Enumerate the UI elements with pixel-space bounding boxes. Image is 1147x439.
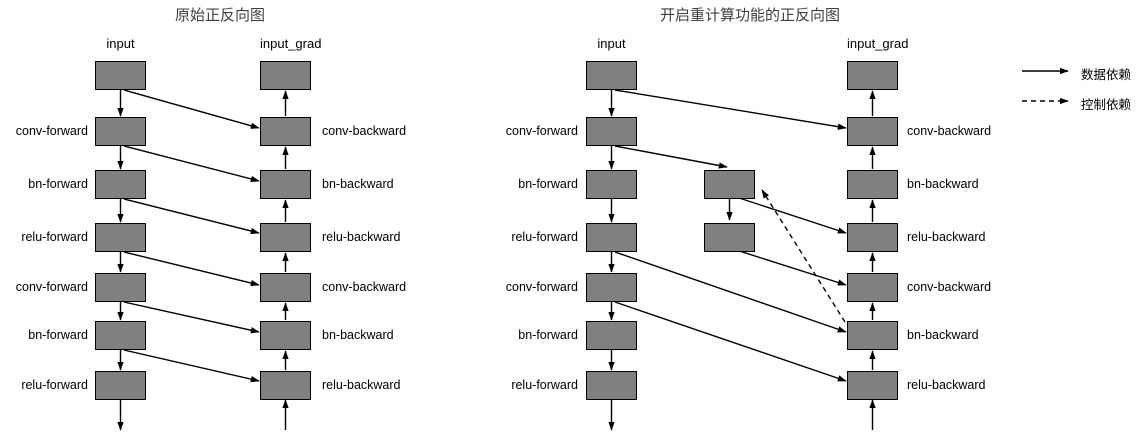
label-forward-2-right: relu-forward	[511, 230, 578, 244]
label-forward-1-right: bn-forward	[518, 177, 578, 191]
node-forward-0-left[interactable]	[95, 117, 146, 146]
node-input-grad-left[interactable]	[260, 61, 311, 90]
node-recompute-0[interactable]	[704, 170, 755, 199]
label-backward-0-right: conv-backward	[907, 124, 992, 138]
column-header-input-left: input	[106, 36, 135, 51]
label-forward-0-left: conv-forward	[15, 124, 88, 138]
node-backward-0-left[interactable]	[260, 117, 311, 146]
label-backward-1-right: bn-backward	[907, 177, 979, 191]
label-backward-3-right: conv-backward	[907, 280, 992, 294]
node-backward-0-right[interactable]	[847, 117, 898, 146]
node-forward-3-left[interactable]	[95, 273, 146, 302]
label-backward-0-left: conv-backward	[322, 124, 407, 138]
label-forward-5-left: relu-forward	[21, 378, 88, 392]
label-backward-3-left: conv-backward	[322, 280, 407, 294]
node-forward-5-right[interactable]	[586, 371, 637, 400]
node-input-left[interactable]	[95, 61, 146, 90]
node-forward-4-right[interactable]	[586, 321, 637, 350]
label-backward-2-left: relu-backward	[322, 230, 401, 244]
node-backward-2-right[interactable]	[847, 223, 898, 252]
label-forward-4-left: bn-forward	[28, 328, 88, 342]
node-backward-2-left[interactable]	[260, 223, 311, 252]
label-forward-5-right: relu-forward	[511, 378, 578, 392]
label-backward-4-left: bn-backward	[322, 328, 394, 342]
node-forward-1-left[interactable]	[95, 170, 146, 199]
column-header-input-grad-right: input_grad	[847, 36, 909, 51]
node-backward-1-right[interactable]	[847, 170, 898, 199]
node-input-right[interactable]	[586, 61, 637, 90]
column-header-input-right: input	[597, 36, 626, 51]
label-forward-2-left: relu-forward	[21, 230, 88, 244]
node-forward-0-right[interactable]	[586, 117, 637, 146]
label-forward-0-right: conv-forward	[505, 124, 578, 138]
node-backward-1-left[interactable]	[260, 170, 311, 199]
node-backward-4-left[interactable]	[260, 321, 311, 350]
legend-label-data-dependency: 数据依赖	[1081, 68, 1132, 82]
label-backward-1-left: bn-backward	[322, 177, 394, 191]
label-forward-3-left: conv-forward	[15, 280, 88, 294]
label-forward-4-right: bn-forward	[518, 328, 578, 342]
node-forward-5-left[interactable]	[95, 371, 146, 400]
node-input-grad-right[interactable]	[847, 61, 898, 90]
node-forward-1-right[interactable]	[586, 170, 637, 199]
panel-title-recompute: 开启重计算功能的正反向图	[659, 8, 840, 24]
label-forward-1-left: bn-forward	[28, 177, 88, 191]
panel-title-original: 原始正反向图	[174, 8, 265, 24]
node-backward-3-right[interactable]	[847, 273, 898, 302]
node-recompute-1[interactable]	[704, 223, 755, 252]
panel2-control-dependency	[761, 189, 846, 323]
node-forward-3-right[interactable]	[586, 273, 637, 302]
legend-label-control-dependency: 控制依赖	[1081, 98, 1132, 112]
node-forward-2-right[interactable]	[586, 223, 637, 252]
node-backward-5-left[interactable]	[260, 371, 311, 400]
label-forward-3-right: conv-forward	[505, 280, 578, 294]
label-backward-5-right: relu-backward	[907, 378, 986, 392]
label-backward-2-right: relu-backward	[907, 230, 986, 244]
label-backward-5-left: relu-backward	[322, 378, 401, 392]
node-forward-4-left[interactable]	[95, 321, 146, 350]
node-forward-2-left[interactable]	[95, 223, 146, 252]
column-header-input-grad-left: input_grad	[260, 36, 322, 51]
label-backward-4-right: bn-backward	[907, 328, 979, 342]
node-backward-4-right[interactable]	[847, 321, 898, 350]
node-backward-3-left[interactable]	[260, 273, 311, 302]
node-backward-5-right[interactable]	[847, 371, 898, 400]
